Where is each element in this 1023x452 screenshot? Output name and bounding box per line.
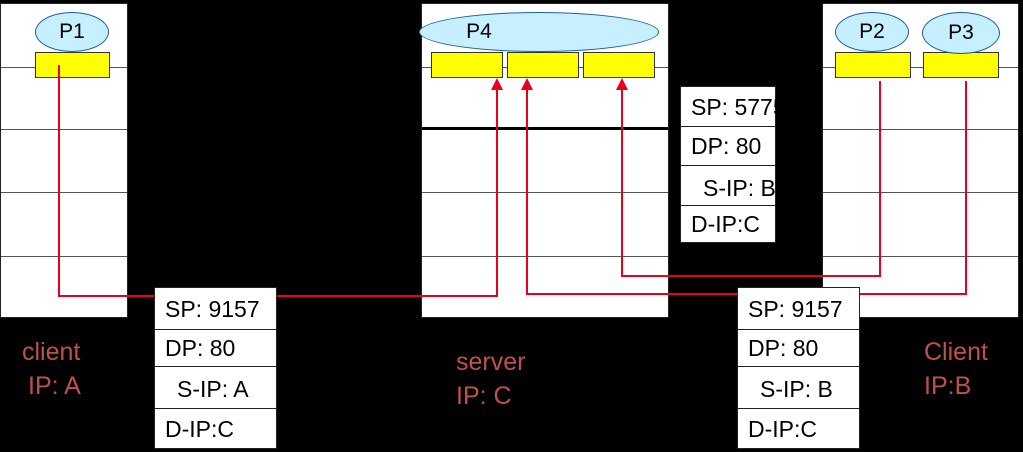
arrow-head [521, 78, 533, 90]
wire-p2 [621, 81, 881, 277]
segment-header-client-b-p3: SP: 9157 DP: 80 S-IP: B D-IP:C [737, 287, 860, 449]
dest-ip: D-IP:C [165, 416, 234, 442]
socket-p1 [35, 52, 110, 78]
dest-port: DP: 80 [155, 330, 276, 367]
socket-p4-c [583, 52, 655, 78]
layer-divider [823, 192, 1018, 193]
client-a-label: client IP: A [22, 336, 81, 404]
server-role: server [456, 348, 526, 376]
dest-port: DP: 80 [738, 330, 859, 367]
segment-header-client-a: SP: 9157 DP: 80 S-IP: A D-IP:C [154, 287, 277, 449]
layer-divider [422, 192, 668, 193]
dest-ip: D-IP:C [691, 211, 760, 237]
source-ip: S-IP: B [681, 166, 776, 206]
arrow-head [491, 78, 503, 90]
layer-divider [422, 127, 668, 130]
layer-divider [422, 256, 668, 257]
layer-divider [1, 256, 127, 257]
layer-divider [823, 256, 1018, 257]
socket-p4-b [507, 52, 579, 78]
process-p2: P2 [835, 12, 909, 52]
source-port: SP: 9157 [155, 288, 276, 330]
arrow-head [616, 78, 628, 90]
layer-divider [1, 129, 127, 130]
process-p1: P1 [35, 12, 109, 52]
dest-port: DP: 80 [681, 127, 775, 166]
layer-divider [1, 192, 127, 193]
client-b-label: Client IP:B [924, 336, 988, 404]
client-a-role: client [22, 338, 81, 366]
process-p4: P4 [419, 12, 659, 52]
client-a-ip: IP: A [28, 371, 81, 400]
source-port: SP: 5775 [681, 87, 786, 127]
server-label: server IP: C [456, 346, 525, 414]
client-b-role: Client [924, 338, 988, 366]
source-ip: S-IP: B [738, 367, 859, 409]
dest-ip: D-IP:C [748, 416, 817, 442]
process-p3: P3 [922, 12, 1000, 54]
source-ip: S-IP: A [155, 367, 276, 409]
layer-divider [823, 67, 1018, 68]
layer-divider [823, 129, 1018, 130]
client-b-ip: IP:B [924, 371, 972, 400]
socket-p3 [923, 52, 999, 78]
socket-p2 [835, 52, 911, 78]
source-port: SP: 9157 [738, 288, 859, 330]
server-ip: IP: C [456, 381, 512, 410]
wire-client-a [58, 65, 498, 297]
segment-header-client-b-p2: SP: 5775 DP: 80 S-IP: B D-IP:C [680, 86, 786, 243]
socket-p4-a [431, 52, 503, 78]
